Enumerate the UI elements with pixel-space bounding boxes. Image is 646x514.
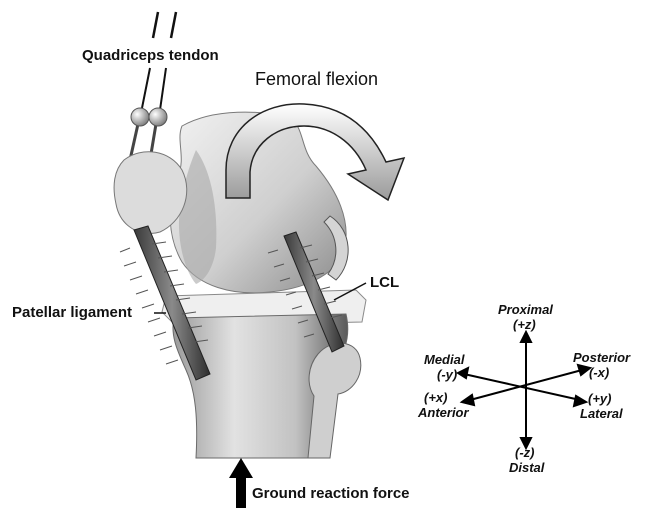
proximal-label: Proximal bbox=[498, 302, 553, 317]
posterior-label: Posterior bbox=[573, 350, 630, 365]
medial-sign-label: (-y) bbox=[437, 367, 457, 382]
anterior-label: Anterior bbox=[418, 405, 469, 420]
tendon-balls bbox=[131, 108, 167, 126]
distal-label: Distal bbox=[509, 460, 544, 475]
coordinate-axes bbox=[458, 332, 590, 448]
fibula-head bbox=[308, 343, 361, 458]
medial-label: Medial bbox=[424, 352, 464, 367]
lateral-sign-label: (+y) bbox=[588, 391, 611, 406]
lcl-label: LCL bbox=[370, 274, 399, 291]
proximal-sign-label: (+z) bbox=[513, 317, 536, 332]
distal-sign-label: (-z) bbox=[515, 445, 535, 460]
femoral-flexion-label: Femoral flexion bbox=[255, 69, 378, 90]
ground-reaction-force-arrow bbox=[229, 458, 253, 508]
anterior-sign-label: (+x) bbox=[424, 390, 447, 405]
patellar-ligament-label: Patellar ligament bbox=[12, 304, 132, 321]
posterior-sign-label: (-x) bbox=[589, 365, 609, 380]
lateral-label: Lateral bbox=[580, 406, 623, 421]
ground-reaction-force-label: Ground reaction force bbox=[252, 485, 410, 502]
tendon-cut-marks bbox=[153, 12, 176, 38]
quadriceps-tendon-label: Quadriceps tendon bbox=[82, 47, 219, 64]
